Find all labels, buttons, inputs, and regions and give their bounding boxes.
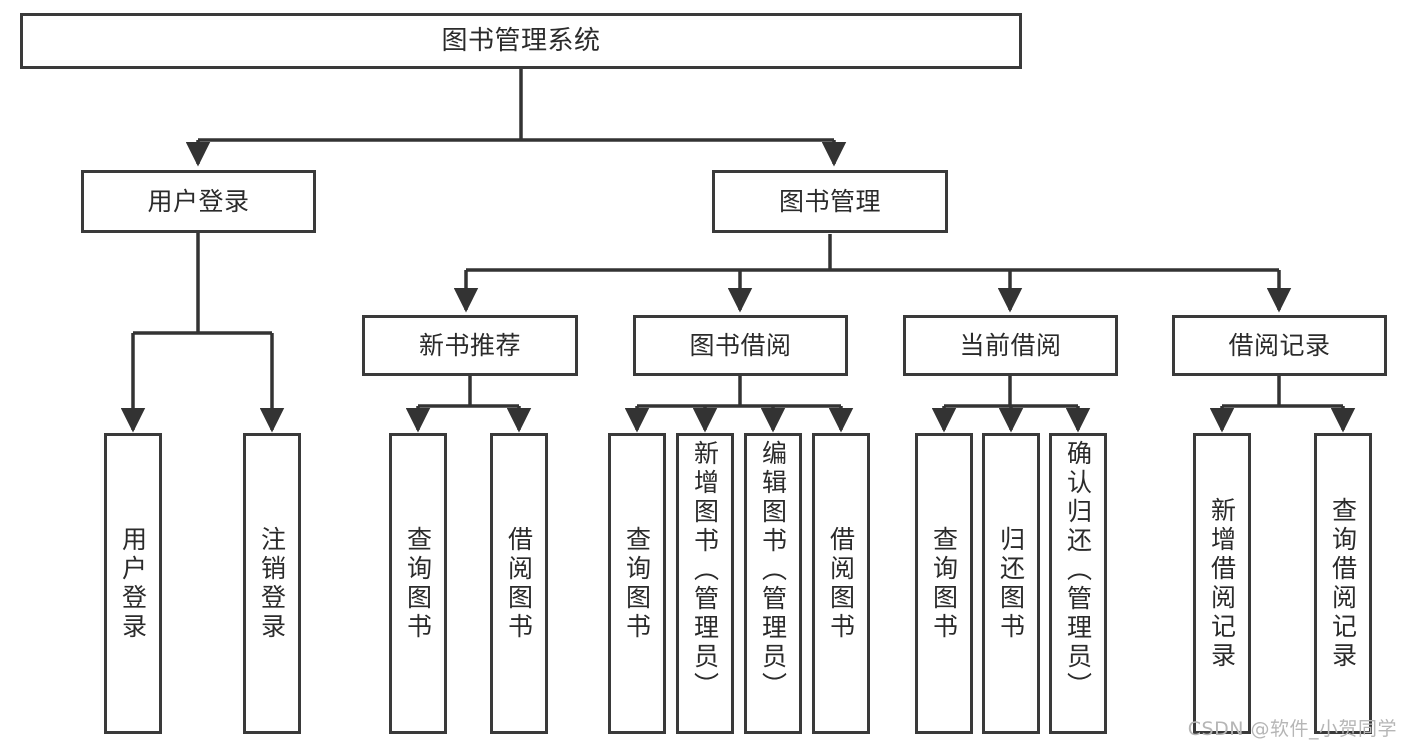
- node-user-login-label: 用户登录: [147, 186, 250, 216]
- node-leaf-borrow-edit-label: 编辑图书（管理员）: [758, 440, 788, 701]
- node-leaf-user-login-logout[interactable]: 注销登录: [243, 433, 301, 734]
- node-leaf-borrow-add[interactable]: 新增图书（管理员）: [676, 433, 734, 734]
- node-borrow-record[interactable]: 借阅记录: [1172, 315, 1387, 376]
- node-leaf-current-return[interactable]: 归还图书: [982, 433, 1040, 734]
- node-leaf-record-query[interactable]: 查询借阅记录: [1314, 433, 1372, 734]
- node-leaf-current-return-label: 归还图书: [996, 525, 1026, 642]
- node-leaf-borrow-query[interactable]: 查询图书: [608, 433, 666, 734]
- node-borrow-record-label: 借阅记录: [1228, 330, 1331, 360]
- node-leaf-newbook-borrow-label: 借阅图书: [504, 525, 534, 642]
- node-leaf-newbook-query[interactable]: 查询图书: [389, 433, 447, 734]
- node-current-borrow[interactable]: 当前借阅: [903, 315, 1118, 376]
- node-book-borrow-label: 图书借阅: [689, 330, 792, 360]
- node-book-management[interactable]: 图书管理: [712, 170, 948, 233]
- node-root-system-label: 图书管理系统: [441, 25, 601, 56]
- node-leaf-newbook-borrow[interactable]: 借阅图书: [490, 433, 548, 734]
- node-new-book-recommend[interactable]: 新书推荐: [362, 315, 578, 376]
- node-leaf-borrow-query-label: 查询图书: [622, 525, 652, 642]
- node-leaf-borrow-borrow-label: 借阅图书: [826, 525, 856, 642]
- node-leaf-record-add-label: 新增借阅记录: [1207, 496, 1237, 671]
- node-book-management-label: 图书管理: [778, 186, 881, 216]
- node-user-login[interactable]: 用户登录: [81, 170, 316, 233]
- node-book-borrow[interactable]: 图书借阅: [633, 315, 848, 376]
- node-new-book-recommend-label: 新书推荐: [418, 330, 521, 360]
- node-leaf-user-login-login-label: 用户登录: [118, 525, 148, 642]
- node-leaf-current-query-label: 查询图书: [929, 525, 959, 642]
- node-leaf-user-login-logout-label: 注销登录: [257, 525, 287, 642]
- node-leaf-current-confirm-return-label: 确认归还（管理员）: [1063, 440, 1093, 701]
- node-leaf-record-query-label: 查询借阅记录: [1328, 496, 1358, 671]
- node-leaf-borrow-borrow[interactable]: 借阅图书: [812, 433, 870, 734]
- node-leaf-borrow-add-label: 新增图书（管理员）: [690, 440, 720, 701]
- csdn-watermark: CSDN @软件_小贺同学: [1187, 718, 1397, 740]
- node-current-borrow-label: 当前借阅: [959, 330, 1062, 360]
- node-leaf-current-confirm-return[interactable]: 确认归还（管理员）: [1049, 433, 1107, 734]
- node-leaf-newbook-query-label: 查询图书: [403, 525, 433, 642]
- node-leaf-record-add[interactable]: 新增借阅记录: [1193, 433, 1251, 734]
- node-leaf-current-query[interactable]: 查询图书: [915, 433, 973, 734]
- node-root-system[interactable]: 图书管理系统: [20, 13, 1022, 69]
- node-leaf-borrow-edit[interactable]: 编辑图书（管理员）: [744, 433, 802, 734]
- node-leaf-user-login-login[interactable]: 用户登录: [104, 433, 162, 734]
